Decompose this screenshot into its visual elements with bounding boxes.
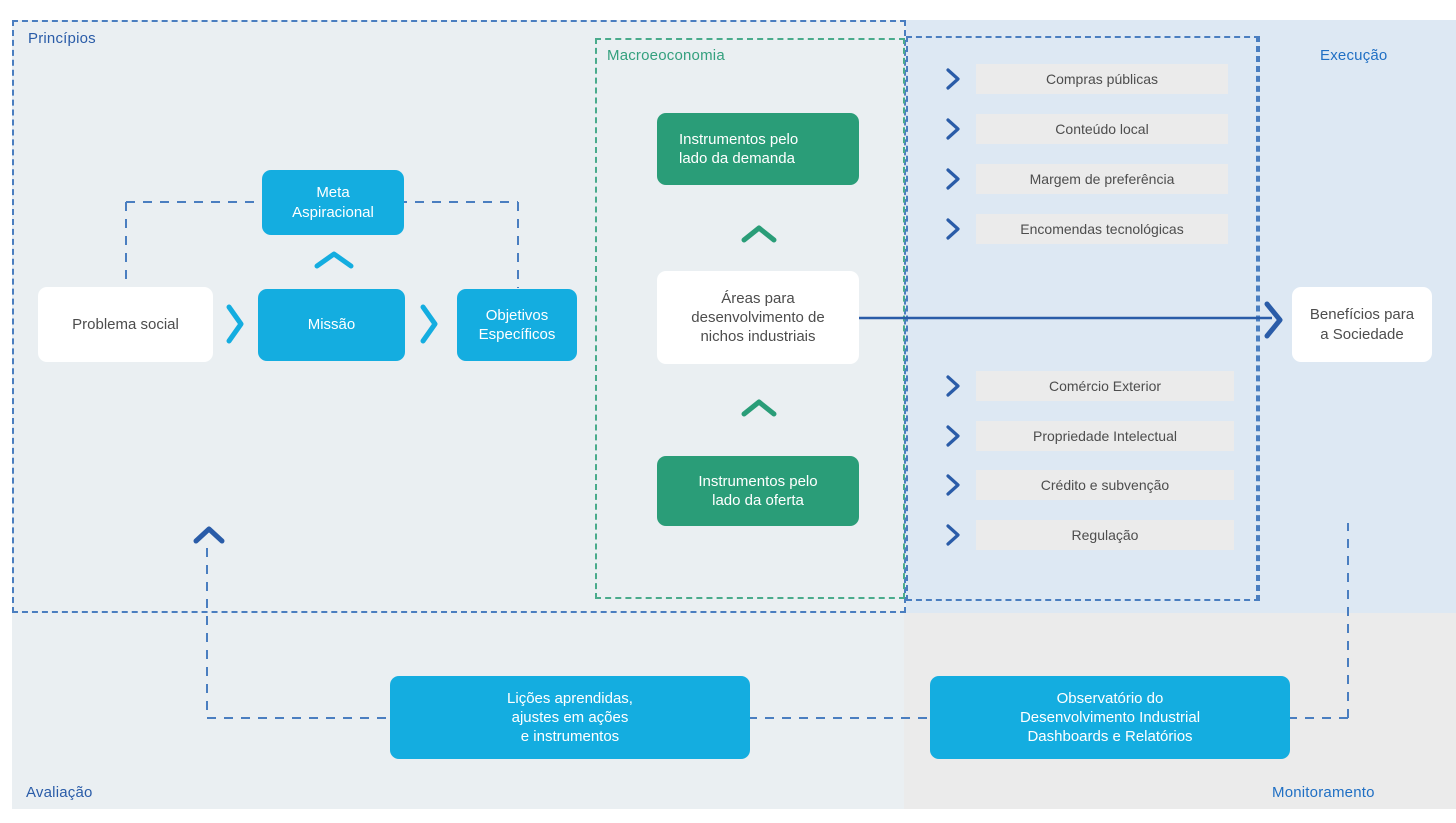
node-objetivos-especificos[interactable]: Objetivos Específicos <box>457 289 577 361</box>
node-licoes-label: Lições aprendidas, ajustes em ações e in… <box>507 689 633 747</box>
region-execucao-right-edge <box>1256 36 1258 601</box>
node-areas-nichos-industriais[interactable]: Áreas para desenvolvimento de nichos ind… <box>657 271 859 364</box>
node-instrumentos-demanda-line2: lado da demanda <box>679 150 795 167</box>
arrow-right-icon <box>1262 300 1286 345</box>
region-title-principios: Princípios <box>28 30 96 47</box>
chevron-up-icon <box>313 248 355 277</box>
list-item-label: Propriedade Intelectual <box>976 421 1234 451</box>
node-meta-aspiracional-line2: Aspiracional <box>292 203 374 221</box>
node-objetivos-line2: Específicos <box>478 326 556 343</box>
node-problema-social[interactable]: Problema social <box>38 287 213 362</box>
node-areas-label: Áreas para desenvolvimento de nichos ind… <box>691 289 824 347</box>
node-areas-line2: desenvolvimento de <box>691 308 825 326</box>
node-missao-label: Missão <box>307 316 356 334</box>
chevron-right-icon <box>224 303 246 350</box>
region-title-macroeconomia: Macroeoconomia <box>607 47 725 64</box>
chevron-up-icon <box>192 522 226 551</box>
chevron-right-icon <box>940 214 966 244</box>
node-instrumentos-demanda-line1: Instrumentos pelo <box>679 130 799 148</box>
node-meta-aspiracional-label: Meta Aspiracional <box>292 183 374 221</box>
node-instrumentos-oferta-label: Instrumentos pelo lado da oferta <box>698 472 817 510</box>
node-instrumentos-oferta-line2: lado da oferta <box>712 492 804 509</box>
list-item-comercio-exterior[interactable]: Comércio Exterior <box>940 371 1234 401</box>
node-licoes-line1: Lições aprendidas, <box>507 689 633 707</box>
node-objetivos-label: Objetivos Específicos <box>479 306 556 344</box>
chevron-right-icon <box>418 303 440 350</box>
list-item-label: Comércio Exterior <box>976 371 1234 401</box>
list-item-encomendas-tecnologicas[interactable]: Encomendas tecnológicas <box>940 214 1228 244</box>
list-item-regulacao[interactable]: Regulação <box>940 520 1234 550</box>
node-meta-aspiracional-line1: Meta <box>316 184 350 202</box>
region-principios-outline <box>12 20 906 613</box>
list-item-propriedade-intelectual[interactable]: Propriedade Intelectual <box>940 421 1234 451</box>
list-item-label: Compras públicas <box>976 64 1228 94</box>
node-instrumentos-lado-oferta[interactable]: Instrumentos pelo lado da oferta <box>657 456 859 526</box>
node-instrumentos-lado-demanda[interactable]: Instrumentos pelo lado da demanda <box>657 113 859 185</box>
node-instrumentos-demanda-label: Instrumentos pelo lado da demanda <box>679 130 798 168</box>
node-observatorio-line2: Desenvolvimento Industrial <box>1019 708 1201 726</box>
node-observatorio-label: Observatório do Desenvolvimento Industri… <box>1020 689 1200 747</box>
node-licoes-aprendidas[interactable]: Lições aprendidas, ajustes em ações e in… <box>390 676 750 759</box>
node-licoes-line2: ajustes em ações <box>511 708 629 726</box>
node-instrumentos-oferta-line1: Instrumentos pelo <box>698 472 818 490</box>
node-meta-aspiracional[interactable]: Meta Aspiracional <box>262 170 404 235</box>
chevron-right-icon <box>940 421 966 451</box>
chevron-up-icon <box>740 222 778 251</box>
chevron-right-icon <box>940 520 966 550</box>
region-title-avaliacao: Avaliação <box>26 784 93 801</box>
node-beneficios-line2: a Sociedade <box>1320 325 1404 343</box>
node-beneficios-label: Benefícios para a Sociedade <box>1310 305 1414 343</box>
node-observatorio-line1: Observatório do <box>1056 689 1164 707</box>
list-item-margem-de-preferencia[interactable]: Margem de preferência <box>940 164 1228 194</box>
node-observatorio-desenvolvimento-industrial[interactable]: Observatório do Desenvolvimento Industri… <box>930 676 1290 759</box>
list-item-label: Crédito e subvenção <box>976 470 1234 500</box>
list-item-conteudo-local[interactable]: Conteúdo local <box>940 114 1228 144</box>
chevron-right-icon <box>940 371 966 401</box>
list-item-label: Encomendas tecnológicas <box>976 214 1228 244</box>
list-item-compras-publicas[interactable]: Compras públicas <box>940 64 1228 94</box>
node-problema-social-label: Problema social <box>72 315 179 333</box>
chevron-up-icon <box>740 396 778 425</box>
node-beneficios-line1: Benefícios para <box>1309 306 1415 324</box>
chevron-right-icon <box>940 64 966 94</box>
chevron-right-icon <box>940 470 966 500</box>
node-observatorio-line3: Dashboards e Relatórios <box>1027 728 1193 746</box>
chevron-right-icon <box>940 114 966 144</box>
node-areas-line3: nichos industriais <box>700 328 816 346</box>
list-item-label: Regulação <box>976 520 1234 550</box>
node-objetivos-line1: Objetivos <box>485 306 549 324</box>
list-item-credito-e-subvencao[interactable]: Crédito e subvenção <box>940 470 1234 500</box>
node-missao[interactable]: Missão <box>258 289 405 361</box>
list-item-label: Conteúdo local <box>976 114 1228 144</box>
list-item-label: Margem de preferência <box>976 164 1228 194</box>
region-title-execucao: Execução <box>1320 47 1388 64</box>
node-licoes-line3: e instrumentos <box>520 728 620 746</box>
chevron-right-icon <box>940 164 966 194</box>
region-title-monitoramento: Monitoramento <box>1272 784 1375 801</box>
node-beneficios-sociedade[interactable]: Benefícios para a Sociedade <box>1292 287 1432 362</box>
node-areas-line1: Áreas para <box>721 289 795 307</box>
